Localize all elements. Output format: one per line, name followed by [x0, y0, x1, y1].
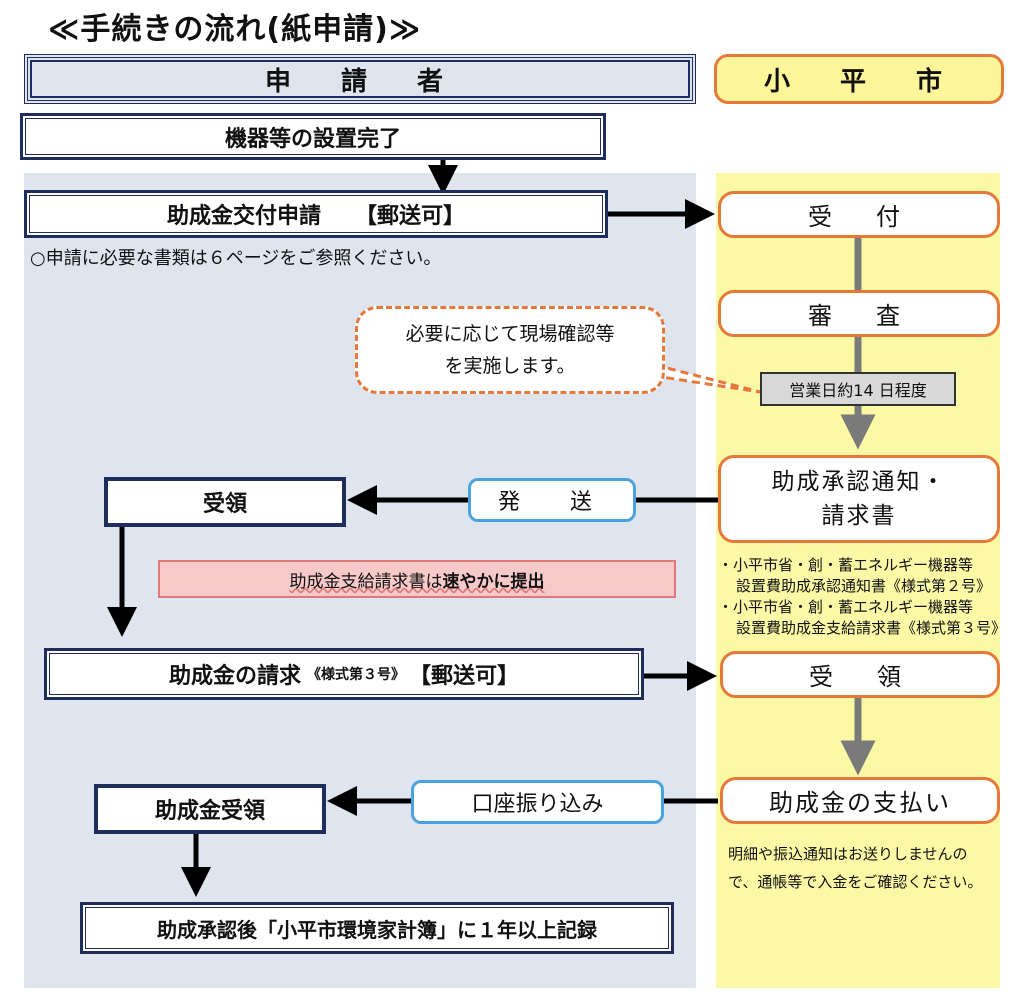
approval-line-2: 請求書 — [821, 503, 897, 529]
processing-days-box: 営業日約14 日程度 — [760, 372, 956, 406]
accept-box: 受 付 — [718, 191, 1000, 238]
claim-mail-label: 【郵送可】 — [409, 664, 520, 689]
apply-mail-label: 【郵送可】 — [355, 204, 466, 229]
claim-box: 助成金の請求 《様式第３号》 【郵送可】 — [44, 648, 644, 700]
applicant-header: 申 請 者 — [24, 54, 696, 104]
approval-line-1: 助成承認通知・ — [771, 469, 947, 495]
bank-transfer-box: 口座振り込み — [411, 780, 664, 824]
claim-label: 助成金の請求 — [168, 664, 301, 689]
send-box: 発 送 — [468, 478, 636, 522]
apply-box: 助成金交付申請 【郵送可】 — [24, 190, 608, 238]
site-check-callout: 必要に応じて現場確認等 を実施します。 — [355, 306, 665, 394]
payment-box: 助成金の支払い — [720, 777, 1000, 824]
callout-line-1: 必要に応じて現場確認等 — [405, 323, 615, 345]
payment-note: 明細や振込通知はお送りしませんの で、通帳等で入金をご確認ください。 — [728, 840, 1008, 896]
apply-note: ○申請に必要な書類は６ページをご参照ください。 — [30, 248, 442, 269]
money-receive-box: 助成金受領 — [94, 784, 326, 834]
approval-documents-list: ・小平市省・創・蓄エネルギー機器等 設置費助成承認通知書《様式第２号》 ・小平市… — [718, 555, 1008, 639]
claim-form-label: 《様式第３号》 — [307, 667, 405, 683]
install-complete-box: 機器等の設置完了 — [20, 113, 606, 160]
doc-2-line-1: ・小平市省・創・蓄エネルギー機器等 — [718, 598, 974, 616]
pink-note-bold: 速やかに提出 — [442, 571, 545, 592]
callout-line-2: を実施します。 — [444, 355, 576, 377]
city-receive-box: 受 領 — [720, 651, 1000, 698]
doc-2-line-2: 設置費助成金支給請求書《様式第３号》 — [736, 619, 1007, 637]
doc-1-line-2: 設置費助成承認通知書《様式第２号》 — [736, 577, 992, 595]
payment-note-line-2: で、通帳等で入金をご確認ください。 — [728, 873, 983, 891]
apply-label: 助成金交付申請 — [166, 204, 321, 229]
record-box: 助成承認後「小平市環境家計簿」に１年以上記録 — [80, 902, 674, 954]
review-box: 審 査 — [718, 290, 1000, 337]
page-title: ≪手続きの流れ(紙申請)≫ — [48, 12, 422, 47]
payment-note-line-1: 明細や振込通知はお送りしませんの — [728, 845, 968, 863]
city-header: 小 平 市 — [714, 54, 1004, 104]
approval-notice-box: 助成承認通知・ 請求書 — [718, 455, 1000, 543]
pink-note-text: 助成金支給請求書は — [289, 571, 443, 592]
submit-promptly-note: 助成金支給請求書は速やかに提出 — [158, 560, 676, 598]
receive-box: 受領 — [104, 477, 346, 527]
doc-1-line-1: ・小平市省・創・蓄エネルギー機器等 — [718, 556, 974, 574]
